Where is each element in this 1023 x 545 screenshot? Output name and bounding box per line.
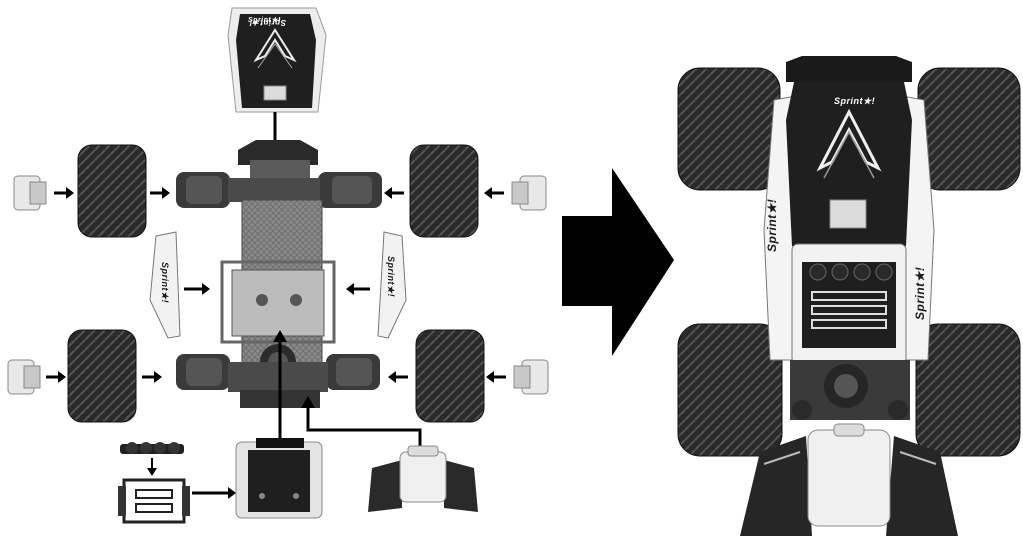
arrow-bumper-up	[306, 405, 422, 452]
side-panel-left: Sprint★!	[149, 231, 181, 339]
truck-wheel-rear-right	[915, 323, 1021, 457]
hub-cap-rear-right	[513, 359, 549, 395]
top-shell-logo: Sprint★!	[249, 18, 286, 27]
truck-wheel-front-right	[917, 67, 1021, 191]
chassis-part	[176, 140, 382, 408]
truck-rear-bumper-left	[740, 436, 812, 536]
hub-cap-rear-left	[7, 359, 41, 395]
assembled-truck: Sprint★! Sprint★! Sprint★!	[677, 56, 1021, 536]
big-right-arrow-icon	[562, 168, 674, 356]
hub-cap-front-right	[511, 175, 547, 211]
rear-bumper-part	[368, 445, 478, 512]
svg-text:Sprint★!: Sprint★!	[834, 96, 875, 106]
truck-wheel-rear-left	[677, 323, 783, 457]
wheel-front-right	[409, 144, 479, 238]
top-shell-part: Sprint★! Sprint★!	[227, 7, 327, 113]
truck-wheel-front-left	[677, 67, 781, 191]
hub-cap-front-left	[13, 175, 47, 211]
truck-rear-block	[807, 429, 891, 527]
front-grille-part	[235, 438, 323, 519]
exploded-view: Sprint★! Sprint★!	[7, 7, 549, 524]
truck-hood	[786, 82, 912, 246]
wheel-rear-left	[67, 329, 137, 423]
svg-text:Sprint★!: Sprint★!	[160, 262, 170, 303]
wheel-rear-right	[415, 329, 485, 423]
grille-frame-part	[118, 478, 190, 524]
wheel-front-left	[77, 144, 147, 238]
top-shell-logo-2: Sprint★!	[248, 16, 281, 24]
light-bar-part	[120, 442, 184, 454]
svg-text:Sprint★!: Sprint★!	[913, 267, 927, 320]
truck-rear-bumper-right	[886, 436, 958, 536]
svg-text:Sprint★!: Sprint★!	[765, 199, 779, 252]
side-panel-right: Sprint★!	[377, 231, 407, 339]
svg-text:Sprint★!: Sprint★!	[386, 256, 396, 297]
